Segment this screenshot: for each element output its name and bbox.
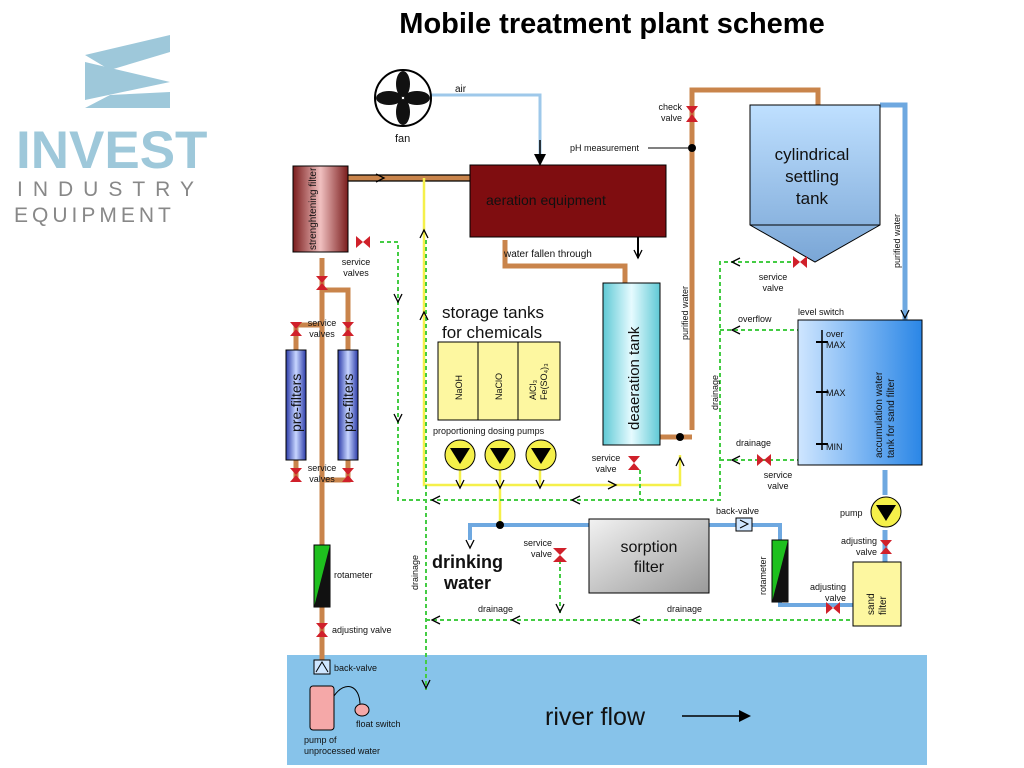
- strengthening-filter: [292, 165, 349, 253]
- min-label: MIN: [826, 442, 843, 452]
- page-title: Mobile treatment plant scheme: [399, 8, 825, 40]
- pump-label: pump: [840, 508, 863, 518]
- drainage-left-label: drainage: [410, 555, 420, 590]
- adjusting-valve-left-label: adjusting valve: [332, 625, 392, 635]
- deaeration-tank: [602, 282, 661, 446]
- dosing-pumps-label: proportioning dosing pumps: [433, 426, 545, 436]
- level-switch-label: level switch: [798, 307, 844, 317]
- pre-filter-2-label: pre-filters: [340, 374, 356, 432]
- purified-water-label-2: purified water: [892, 214, 902, 268]
- flow-arrows: [375, 173, 910, 690]
- clean-water-pipe: [468, 523, 855, 607]
- dosing-lines: [422, 178, 682, 525]
- rotameter-left-label: rotameter: [334, 570, 373, 580]
- invest-logo: INVEST INDUSTRY EQUIPMENT: [0, 0, 260, 240]
- logo-word-invest: INVEST: [16, 121, 207, 180]
- logo-graphic: INVEST INDUSTRY EQUIPMENT: [14, 35, 207, 227]
- logo-word-equipment: EQUIPMENT: [14, 204, 175, 227]
- back-valve-left-icon: [313, 659, 331, 675]
- purified-water-pipe: [880, 102, 908, 320]
- service-valve-icons: [290, 236, 892, 637]
- float-switch-label: float switch: [356, 719, 401, 729]
- pre-filter-1: [285, 349, 307, 461]
- rotameter-right-label: rotameter: [758, 556, 768, 595]
- raw-water-pipes-outline: [348, 174, 470, 182]
- dosing-pump-icons: [444, 439, 557, 471]
- fan-icon: [374, 69, 432, 127]
- drainage-bottom2-label: drainage: [667, 604, 702, 614]
- sand-filter-label: sandfilter: [866, 593, 889, 615]
- chemical-tanks: [437, 341, 561, 421]
- fan-label: fan: [395, 133, 410, 145]
- drainage-bottom1-label: drainage: [478, 604, 513, 614]
- pre-filter-2: [337, 349, 359, 461]
- air-pipe: [430, 93, 542, 162]
- chem-naoh-label: NaOH: [454, 375, 464, 400]
- water-fallen-label: water fallen through: [503, 249, 592, 260]
- max-label: MAX: [826, 388, 846, 398]
- accumulation-tank-label: accumulation watertank for sand filter: [874, 371, 897, 458]
- strengthening-filter-label: strenghtening filter: [308, 167, 319, 250]
- ph-label: pH measurement: [570, 143, 640, 153]
- logo-stripe-mid: [85, 62, 170, 100]
- back-valve-right-icon: [735, 517, 753, 532]
- check-valve-icon: [686, 106, 698, 122]
- chem-naclo-label: NaClO: [494, 373, 504, 400]
- sand-filter: [852, 561, 902, 627]
- air-label: air: [455, 84, 467, 95]
- ph-sensor-point: [688, 144, 696, 152]
- back-valve-left-label: back-valve: [334, 663, 377, 673]
- float-switch-cable: [333, 686, 361, 706]
- logo-word-industry: INDUSTRY: [17, 178, 204, 201]
- sorption-filter: [588, 518, 710, 594]
- chem-alcl3-label: AlCl₃Fe(SO₄)₃: [528, 363, 549, 400]
- pre-filter-1-label: pre-filters: [288, 374, 304, 432]
- purified-water-label-1: purified water: [680, 286, 690, 340]
- river: [287, 655, 927, 765]
- logo-stripe-top: [85, 35, 170, 70]
- river-flow-label: river flow: [545, 703, 646, 731]
- drainage-acc-label: drainage: [736, 438, 771, 448]
- drainage-vertical-label: drainage: [710, 375, 720, 410]
- overflow-label: overflow: [738, 314, 772, 324]
- deaeration-tank-label: deaeration tank: [626, 326, 643, 430]
- aeration-equipment: [469, 164, 667, 238]
- logo-stripe-bottom: [85, 92, 170, 108]
- strengthening-filter-text: strenghtening filter: [308, 167, 319, 250]
- cylindrical-settling-tank: [749, 104, 881, 263]
- unprocessed-water-pump: [309, 685, 335, 731]
- back-valve-right-label: back-valve: [716, 506, 759, 516]
- aeration-label: aeration equipment: [486, 192, 606, 208]
- float-switch-icon: [354, 703, 370, 717]
